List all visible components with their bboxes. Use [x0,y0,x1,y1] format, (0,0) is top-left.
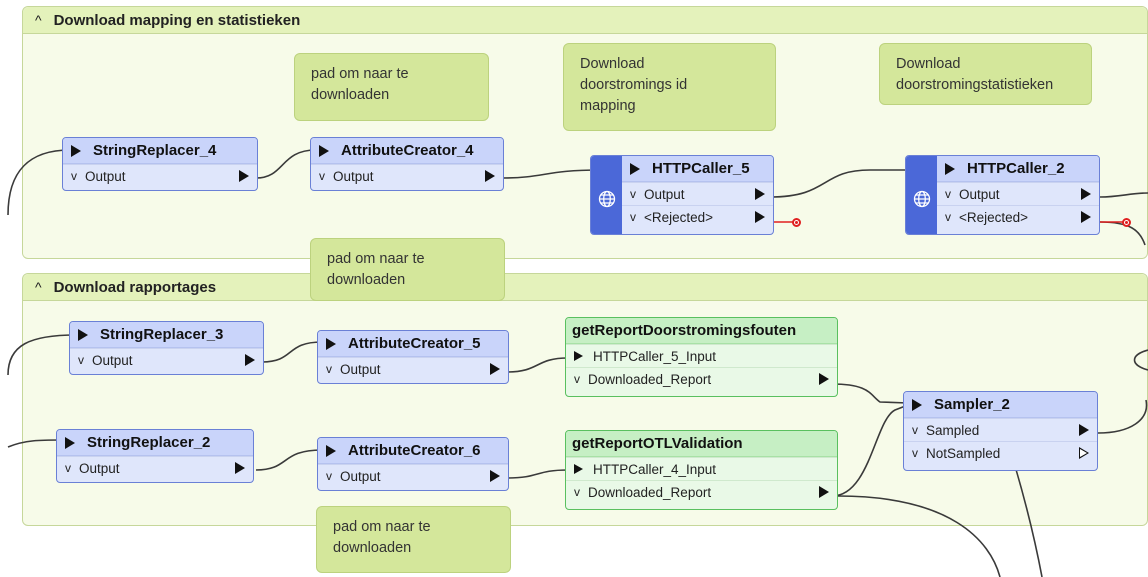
output-arrow-icon[interactable] [245,354,255,366]
transformer-title[interactable]: getReportOTLValidation [566,431,837,457]
expand-port-icon: v [326,469,332,483]
input-port-icon[interactable] [630,162,640,175]
rejected-port[interactable]: v<Rejected> [622,205,773,228]
expand-port-icon: v [574,485,580,499]
input-port-icon[interactable] [912,398,922,411]
globe-icon [598,190,615,208]
output-arrow-icon[interactable] [485,170,495,182]
rejected-port[interactable]: v<Rejected> [937,205,1099,228]
transformer-title[interactable]: AttributeCreator_6 [318,438,508,464]
expand-port-icon: v [630,187,636,201]
output-arrow-icon[interactable] [490,470,500,482]
unconnected-output-arrow-icon[interactable] [1079,447,1089,459]
transformer-title[interactable]: AttributeCreator_5 [318,331,508,357]
transformer-title[interactable]: StringReplacer_2 [57,430,253,456]
annotation-note[interactable]: Download doorstromings id mapping [563,43,776,131]
expand-port-icon: v [912,446,918,460]
transformer-title[interactable]: Sampler_2 [904,392,1097,418]
web-connection-bar [906,156,937,234]
expand-port-icon: v [630,210,636,224]
custom-transformer-getreportdoorstromingsfouten[interactable]: getReportDoorstromingsfouten HTTPCaller_… [565,317,838,397]
input-port-icon[interactable] [319,144,329,157]
expand-port-icon: v [78,353,84,367]
transformer-title[interactable]: AttributeCreator_4 [311,138,503,164]
globe-icon [913,190,930,208]
expand-port-icon: v [945,210,951,224]
output-arrow-icon[interactable] [1081,188,1091,200]
input-port[interactable]: HTTPCaller_4_Input [566,457,837,480]
output-arrow-icon[interactable] [755,188,765,200]
rejected-marker-icon [792,218,801,227]
output-arrow-icon[interactable] [490,363,500,375]
expand-port-icon: v [574,372,580,386]
expand-port-icon: v [326,362,332,376]
input-port[interactable]: HTTPCaller_5_Input [566,344,837,367]
transformer-title[interactable]: getReportDoorstromingsfouten [566,318,837,344]
input-port-icon[interactable] [945,162,955,175]
input-arrow-icon[interactable] [574,351,583,361]
output-arrow-icon[interactable] [819,373,829,385]
custom-transformer-getreportotlvalidation[interactable]: getReportOTLValidation HTTPCaller_4_Inpu… [565,430,838,510]
output-arrow-icon[interactable] [1079,424,1089,436]
expand-port-icon: v [65,461,71,475]
annotation-note[interactable]: pad om naar te downloaden [294,53,489,121]
expand-port-icon: v [319,169,325,183]
expand-port-icon: v [71,169,77,183]
transformer-title[interactable]: StringReplacer_4 [63,138,257,164]
collapse-caret-icon[interactable]: ^ [35,279,42,295]
input-arrow-icon[interactable] [574,464,583,474]
transformer-title[interactable]: HTTPCaller_2 [937,156,1099,182]
output-arrow-icon[interactable] [819,486,829,498]
output-arrow-icon[interactable] [755,211,765,223]
collapse-caret-icon[interactable]: ^ [35,12,42,28]
input-port-icon[interactable] [326,337,336,350]
rejected-marker-icon [1122,218,1131,227]
output-arrow-icon[interactable] [239,170,249,182]
expand-port-icon: v [945,187,951,201]
transformer-title[interactable]: StringReplacer_3 [70,322,263,348]
input-port-icon[interactable] [65,436,75,449]
input-port-icon[interactable] [78,328,88,341]
transformer-title[interactable]: HTTPCaller_5 [622,156,773,182]
web-connection-bar [591,156,622,234]
output-arrow-icon[interactable] [1081,211,1091,223]
output-arrow-icon[interactable] [235,462,245,474]
expand-port-icon: v [912,423,918,437]
bookmark-title: Download mapping en statistieken [53,11,301,29]
bookmark-header[interactable]: ^ Download rapportages [23,274,1147,301]
annotation-note[interactable]: pad om naar te downloaden [310,238,505,301]
input-port-icon[interactable] [71,144,81,157]
annotation-note[interactable]: pad om naar te downloaden [316,506,511,573]
annotation-note[interactable]: Download doorstromingstatistieken [879,43,1092,105]
bookmark-title: Download rapportages [53,278,217,296]
input-port-icon[interactable] [326,444,336,457]
bookmark-header[interactable]: ^ Download mapping en statistieken [23,7,1147,34]
